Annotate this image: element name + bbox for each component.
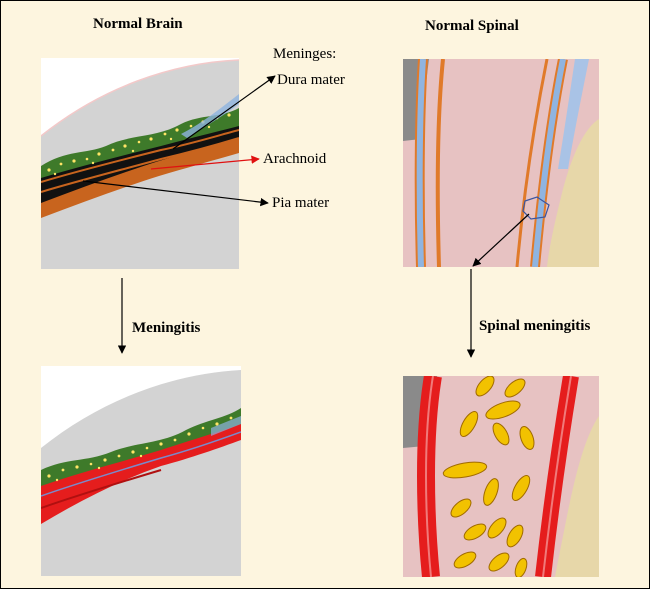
dura-mater-label: Dura mater	[277, 72, 345, 88]
meningitis-label: Meningitis	[132, 320, 201, 336]
spinal-meningitis-panel	[403, 376, 599, 577]
title-normal-spinal: Normal Spinal	[425, 18, 519, 34]
spinal-pointer-arrow	[472, 213, 530, 267]
pia-mater-arrow	[82, 180, 269, 207]
normal-spinal-panel	[403, 59, 599, 267]
arachnoid-arrow	[150, 155, 260, 170]
pia-mater-label: Pia mater	[272, 195, 330, 211]
meningitis-brain-panel	[41, 366, 241, 576]
normal-brain-panel	[41, 58, 239, 269]
title-normal-brain: Normal Brain	[93, 16, 183, 32]
spinal-meningitis-label: Spinal meningitis	[479, 318, 591, 334]
meninges-label: Meninges:	[273, 46, 337, 62]
arachnoid-label: Arachnoid	[263, 151, 327, 167]
dura-mater-arrow	[172, 75, 276, 150]
